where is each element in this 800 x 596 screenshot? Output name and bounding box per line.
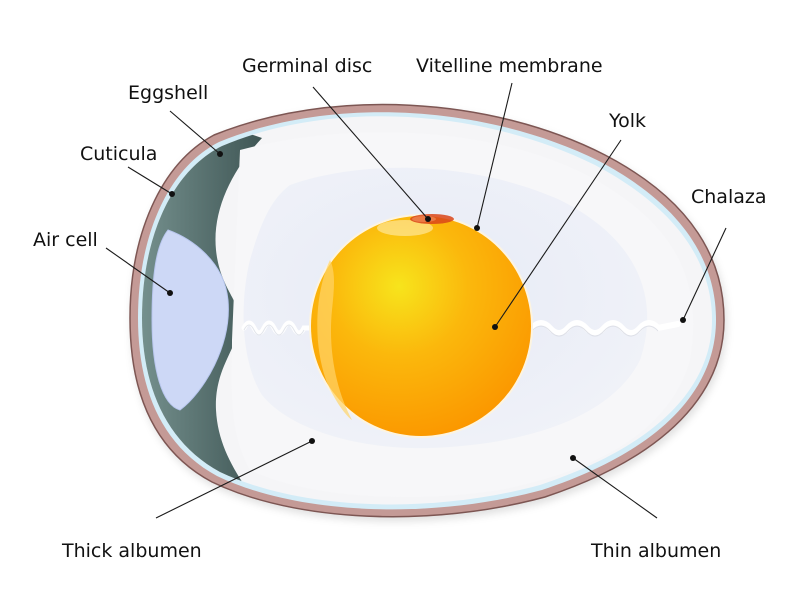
label-thin-albumen: Thin albumen [590, 540, 721, 562]
label-cuticula: Cuticula [80, 143, 157, 165]
label-yolk: Yolk [608, 110, 646, 132]
yolk [309, 214, 533, 438]
label-air-cell: Air cell [33, 229, 98, 251]
leader-lines [105, 82, 727, 519]
label-eggshell: Eggshell [128, 82, 208, 104]
label-thick-albumen: Thick albumen [61, 540, 202, 562]
label-germinal-disc: Germinal disc [242, 55, 372, 77]
label-chalaza: Chalaza [691, 186, 767, 208]
chalaza-left [241, 320, 321, 336]
air-cell-shape [151, 229, 229, 411]
chalaza-right [529, 320, 681, 336]
label-vitelline-membrane: Vitelline membrane [416, 55, 603, 77]
